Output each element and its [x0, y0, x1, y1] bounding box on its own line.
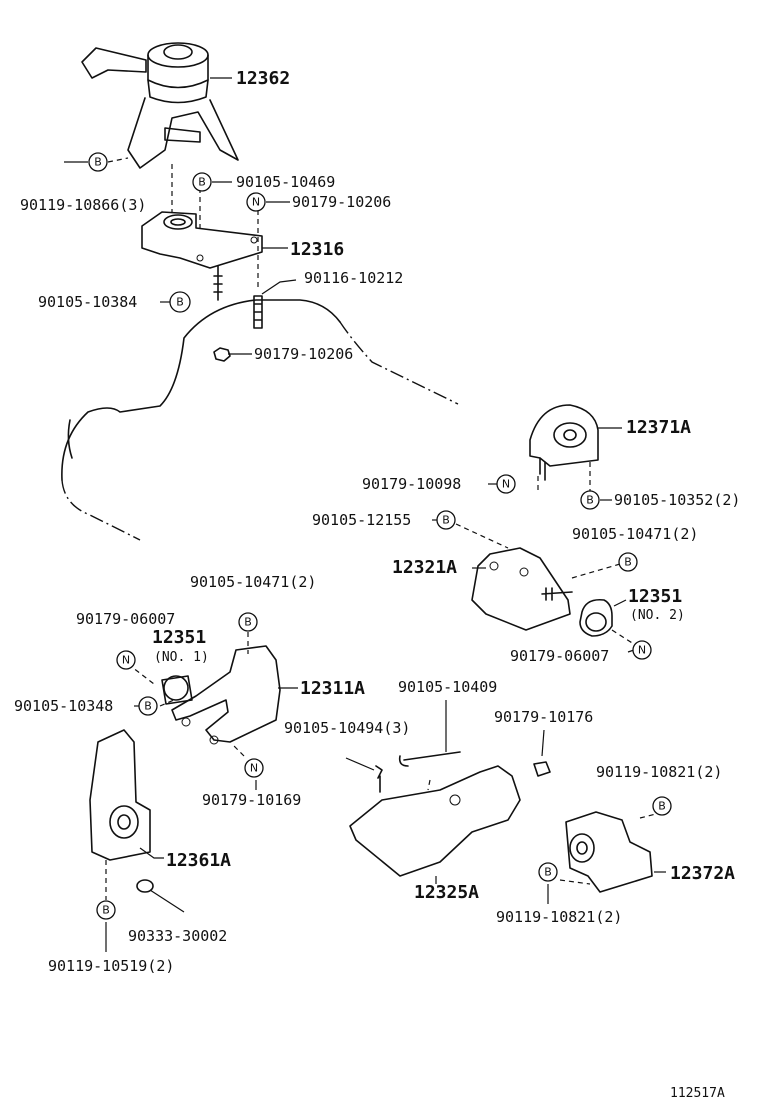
label-90105-10471-a: 90105-10471(2) [572, 525, 698, 543]
label-90105-10352: 90105-10352(2) [614, 491, 740, 509]
badge-n-2: N [496, 474, 516, 494]
badge-n-1: N [246, 192, 266, 212]
svg-text:N: N [502, 478, 510, 491]
label-90179-10176: 90179-10176 [494, 708, 593, 726]
svg-text:B: B [658, 800, 666, 813]
label-90105-10469: 90105-10469 [236, 173, 335, 191]
nut-90179-10176 [533, 761, 551, 777]
label-12362: 12362 [236, 68, 290, 89]
badge-b-8: B [138, 696, 158, 716]
label-12325A: 12325A [414, 882, 479, 903]
svg-text:B: B [624, 556, 632, 569]
stud-90116-10212 [253, 295, 263, 329]
badge-b-10: B [538, 862, 558, 882]
part-12325A [349, 751, 521, 877]
label-90119-10821-b: 90119-10821(2) [496, 908, 622, 926]
part-12361A [89, 729, 151, 861]
svg-text:B: B [544, 866, 552, 879]
svg-text:B: B [442, 514, 450, 527]
label-90119-10866: 90119-10866(3) [20, 196, 146, 214]
nut-90179-10206 [213, 347, 231, 362]
badge-text: B [94, 156, 102, 169]
svg-text:B: B [144, 700, 152, 713]
badge-n-4: N [116, 650, 136, 670]
label-12361A: 12361A [166, 850, 231, 871]
svg-text:B: B [244, 616, 252, 629]
badge-b-3: B [169, 291, 191, 313]
badge-b-5: B [436, 510, 456, 530]
label-90179-10206-b: 90179-10206 [254, 345, 353, 363]
label-90105-12155: 90105-12155 [312, 511, 411, 529]
label-90116-10212: 90116-10212 [304, 269, 403, 287]
part-12372A [565, 811, 653, 893]
svg-text:B: B [176, 296, 184, 309]
part-labels: 12362 90119-10866(3) 90105-10469 90179-1… [14, 68, 740, 1101]
part-12321A [471, 547, 573, 631]
engine-outline [61, 299, 459, 541]
label-90179-10169: 90179-10169 [202, 791, 301, 809]
badge-b-11: B [96, 900, 116, 920]
badge-n-3: N [632, 640, 652, 660]
label-12316: 12316 [290, 239, 344, 260]
part-12316 [141, 211, 263, 301]
badge-b-7: B [238, 612, 258, 632]
bolt-90105-10494 [375, 765, 383, 793]
svg-text:N: N [250, 762, 258, 775]
badge-b-2: B [192, 172, 212, 192]
label-90105-10471-b: 90105-10471(2) [190, 573, 316, 591]
label-12371A: 12371A [626, 417, 691, 438]
label-no2: (NO. 2) [630, 608, 685, 623]
label-90105-10409: 90105-10409 [398, 678, 497, 696]
part-12351-no1 [161, 675, 193, 705]
badge-b-6: B [618, 552, 638, 572]
label-no1: (NO. 1) [154, 650, 209, 665]
figure-reference: 112517A [670, 1086, 725, 1101]
label-90179-06007-a: 90179-06007 [510, 647, 609, 665]
label-90179-06007-b: 90179-06007 [76, 610, 175, 628]
part-12362 [81, 42, 239, 169]
badge-b-4: B [580, 490, 600, 510]
label-12311A: 12311A [300, 678, 365, 699]
label-90333-30002: 90333-30002 [128, 927, 227, 945]
badge-n-5: N [244, 758, 264, 778]
label-90179-10206-a: 90179-10206 [292, 193, 391, 211]
svg-text:B: B [102, 904, 110, 917]
label-12321A: 12321A [392, 557, 457, 578]
label-90105-10384: 90105-10384 [38, 293, 137, 311]
part-12371A [529, 404, 599, 481]
label-90119-10821-a: 90119-10821(2) [596, 763, 722, 781]
part-12311A [171, 645, 281, 745]
svg-text:B: B [198, 176, 206, 189]
label-90179-10098: 90179-10098 [362, 475, 461, 493]
label-12351-no2: 12351 [628, 586, 682, 607]
label-90119-10519: 90119-10519(2) [48, 957, 174, 975]
label-90105-10348: 90105-10348 [14, 697, 113, 715]
part-12351-no2 [579, 598, 613, 637]
ring-90333-30002 [136, 879, 154, 893]
label-12351-no1: 12351 [152, 627, 206, 648]
svg-text:B: B [586, 494, 594, 507]
svg-text:N: N [638, 644, 646, 657]
label-90105-10494: 90105-10494(3) [284, 719, 410, 737]
guide-lines [105, 157, 665, 900]
label-12372A: 12372A [670, 863, 735, 884]
badge-b-9: B [652, 796, 672, 816]
badge-b-1: B [88, 152, 108, 172]
leader-lines [64, 77, 666, 952]
svg-text:N: N [252, 196, 260, 209]
svg-text:N: N [122, 654, 130, 667]
